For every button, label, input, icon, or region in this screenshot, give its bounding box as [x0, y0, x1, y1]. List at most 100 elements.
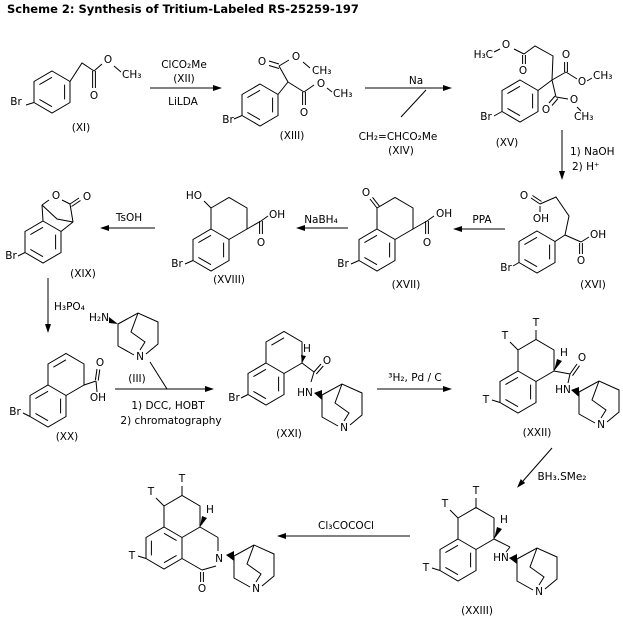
bromine-atom-label: Br — [500, 262, 512, 274]
compound-label-xv: (XV) — [496, 137, 519, 149]
structure-xi: Br O O CH₃ (XI) — [10, 54, 141, 134]
tritium-atom-label: T — [501, 330, 509, 342]
methyl-group-label: H₃C — [474, 49, 493, 61]
oxygen-atom-label: O — [502, 39, 510, 51]
hydroxyl-group-label: OH — [590, 229, 606, 241]
stereo-wedge-bond — [494, 527, 502, 539]
reagent-ppa: PPA — [472, 214, 492, 226]
structure-xvii: Br O OH O (XVII) — [337, 187, 452, 291]
reaction-arrow-step3: 1) NaOH 2) H⁺ — [559, 130, 615, 180]
structure-xviii: Br HO OH O (XVIII) — [171, 190, 285, 286]
bromine-atom-label: Br — [9, 406, 21, 418]
methyl-group-label: CH₃ — [593, 70, 612, 82]
compound-label-xx: (XX) — [56, 431, 79, 443]
stereo-wedge-bond — [571, 387, 579, 397]
bonds — [17, 197, 81, 257]
bonds — [240, 337, 324, 399]
oxygen-atom-label: O — [362, 187, 370, 199]
reaction-arrow-step1: ClCO₂Me (XII) LiLDA — [150, 59, 222, 108]
bonds — [22, 359, 101, 417]
reaction-arrow-step9: ³H₂, Pd / C — [377, 372, 452, 392]
tritium-atom-label: T — [178, 473, 186, 485]
reaction-arrow-step7: H₃PO₄ — [45, 278, 85, 333]
stereo-wedge-bond — [109, 317, 118, 324]
reaction-arrow-step2: Na CH₂=CHCO₂Me (XIV) — [359, 75, 452, 157]
reagent-methyl-acrylate: CH₂=CHCO₂Me — [359, 131, 438, 143]
reagent-tsoh: TsOH — [115, 212, 142, 224]
structure-xvi: Br OH O O OH (XVI) — [500, 190, 606, 291]
oxygen-atom-label: O — [90, 90, 98, 102]
compound-label-xvi: (XVI) — [580, 279, 606, 291]
oxygen-atom-label: O — [104, 54, 112, 66]
scheme-title: Scheme 2: Synthesis of Tritium-Labeled R… — [7, 2, 359, 16]
nitrogen-atom-label: N — [215, 553, 223, 565]
hydrogen-atom-label: H — [206, 504, 214, 516]
reagent-tritium-pd-c: ³H₂, Pd / C — [388, 372, 442, 384]
reagent-chromatography: 2) chromatography — [120, 415, 221, 427]
oxygen-atom-label: O — [578, 76, 586, 88]
oxygen-atom-label: O — [578, 352, 586, 364]
hydrogen-atom-label: H — [500, 514, 508, 526]
structure-xv: Br H₃C O O O O CH₃ O O CH₃ (XV) — [474, 39, 613, 149]
oxygen-atom-label: O — [570, 94, 578, 106]
bromine-atom-label: Br — [171, 258, 183, 270]
compound-label-xix: (XIX) — [70, 268, 96, 280]
bonds — [184, 200, 269, 265]
bromine-atom-label: Br — [5, 250, 17, 262]
hydrogen-atom-label: H — [303, 343, 311, 355]
structure-xx: Br O OH (XX) — [9, 353, 106, 443]
compound-label-xiii: (XIII) — [280, 130, 305, 142]
structure-xiii: Br O O CH₃ O O CH₃ (XIII) — [222, 51, 352, 142]
oxygen-atom-label: O — [542, 104, 550, 116]
oxygen-atom-label: O — [96, 357, 104, 369]
bonds — [25, 62, 122, 106]
bonds — [350, 196, 435, 265]
reagent-nabh4: NaBH₄ — [304, 214, 338, 226]
hydroxyl-group-label: OH — [436, 208, 452, 220]
compound-label-xxiii: (XXIII) — [461, 605, 493, 617]
reaction-arrow-step8: 1) DCC, HOBT 2) chromatography — [115, 361, 222, 427]
structure-final-product: T T T H N O — [128, 473, 275, 596]
stereo-wedge-bond — [226, 551, 234, 561]
bromine-atom-label: Br — [222, 114, 234, 126]
compound-label-xvii: (XVII) — [392, 279, 421, 291]
oxygen-atom-label: O — [257, 237, 265, 249]
reagent-acid: 2) H⁺ — [572, 161, 600, 173]
reagent-h3po4: H₃PO₄ — [54, 301, 85, 313]
oxygen-atom-label: O — [198, 583, 206, 595]
methyl-group-label: CH₃ — [333, 88, 352, 100]
compound-label-xi: (XI) — [72, 122, 90, 134]
reagent-na: Na — [409, 75, 423, 87]
hydroxyl-group-label: OH — [90, 392, 106, 404]
amine-nh-label: HN — [493, 552, 509, 564]
hydroxyl-group-label: OH — [269, 209, 285, 221]
stereo-wedge-bond — [301, 355, 306, 363]
oxygen-atom-label: O — [300, 107, 308, 119]
oxygen-atom-label: O — [52, 190, 60, 202]
reaction-arrow-step4: PPA — [453, 214, 505, 232]
stereo-wedge-bond — [314, 390, 322, 400]
oxygen-atom-label: O — [519, 65, 527, 77]
oxygen-atom-label: O — [323, 355, 331, 367]
oxygen-atom-label: O — [292, 51, 300, 63]
reaction-arrow-step5: NaBH₄ — [296, 214, 348, 231]
compound-label-xxi: (XXI) — [276, 428, 302, 440]
stereo-wedge-bond — [554, 359, 562, 371]
bromine-atom-label: Br — [10, 96, 22, 108]
reaction-arrow-step11: Cl₃COCOCl — [277, 520, 410, 539]
reagent-dcc-hobt: 1) DCC, HOBT — [131, 400, 205, 412]
oxygen-atom-label: O — [317, 78, 325, 90]
oxygen-atom-label: O — [520, 190, 528, 202]
bonds — [493, 45, 593, 117]
amine-group-label: H₂N — [89, 312, 109, 324]
compound-label-xviii: (XVIII) — [213, 274, 245, 286]
tritium-atom-label: T — [482, 394, 490, 406]
compound-label-xii: (XII) — [173, 73, 195, 85]
tritium-atom-label: T — [422, 562, 430, 574]
compound-label-xxii: (XXII) — [523, 427, 552, 439]
bonds — [233, 59, 333, 120]
bromine-atom-label: Br — [480, 111, 492, 123]
structure-xix: Br O O (XIX) — [5, 190, 96, 280]
